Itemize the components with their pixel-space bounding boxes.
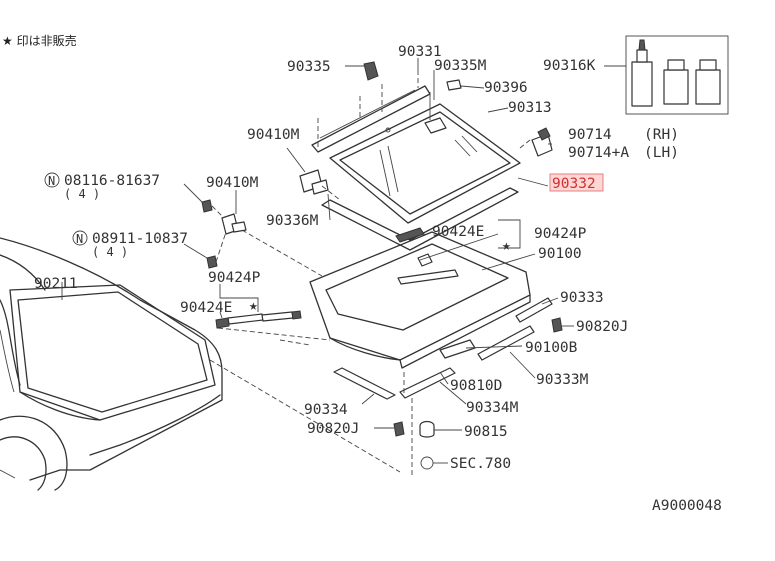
n-mark-1 [44,172,60,188]
label-90332[interactable]: 90332 [552,176,596,192]
label-90331: 90331 [398,44,442,60]
label-90333: 90333 [560,290,604,306]
label-90424p-lower: 90424P [208,270,261,286]
label-90714: 90714 [568,127,612,143]
highlight-90332 [549,173,604,192]
hinge-brackets [201,169,329,269]
bolt-90820j-right [551,317,563,333]
label-90396: 90396 [484,80,528,96]
car-body [0,237,223,491]
label-90820j-bottom: 90820J [307,421,359,437]
hatch-panel [309,227,553,400]
bolt-90820j-bottom [393,421,405,437]
label-90424e-upper: 90424E [432,224,484,240]
label-90100b: 90100B [525,340,578,356]
label-90810d: 90810D [450,378,502,394]
label-90820j-right: 90820J [576,319,628,335]
label-90335m: 90335M [434,58,487,74]
label-90333m: 90333M [536,372,589,388]
gas-strut-left [215,310,302,329]
sec780-marker [420,456,434,470]
label-90424e-lower: 90424E [180,300,232,316]
reference-code: A9000048 [652,498,722,514]
label-08911-10837: 08911-10837 [92,231,188,247]
label-90313: 90313 [508,100,552,116]
label-90410m-lower: 90410M [206,175,259,191]
label-90714a-lh: (LH) [644,145,679,161]
label-90334m: 90334M [466,400,519,416]
n-symbol-2: N [76,232,83,246]
label-90336m: 90336M [266,213,319,229]
label-08116-qty: ( 4 ) [64,187,100,201]
star-upper: ★ [502,238,511,254]
label-90714-rh: (RH) [644,127,679,143]
label-90424p-upper: 90424P [534,226,587,242]
label-08116-81637: 08116-81637 [64,173,160,189]
rear-glass-assembly [311,61,521,251]
label-90410m-upper: 90410M [247,127,300,143]
label-90815: 90815 [464,424,508,440]
label-90100: 90100 [538,246,582,262]
n-symbol-1: N [48,174,55,188]
leader-lines [61,58,626,464]
label-90316k: 90316K [543,58,596,74]
label-90334: 90334 [304,402,348,418]
label-90714a: 90714+A [568,145,629,161]
sealant-kit-box [625,35,729,115]
star-lower: ★ [249,298,258,314]
n-mark-2 [72,230,88,246]
label-90211: 90211 [34,276,78,292]
label-sec780: SEC.780 [450,456,511,472]
label-90335: 90335 [287,59,331,75]
label-08911-qty: ( 4 ) [92,245,128,259]
non-sale-note: ★ 印は非販売 [2,33,77,48]
grommet-90815 [419,420,435,438]
